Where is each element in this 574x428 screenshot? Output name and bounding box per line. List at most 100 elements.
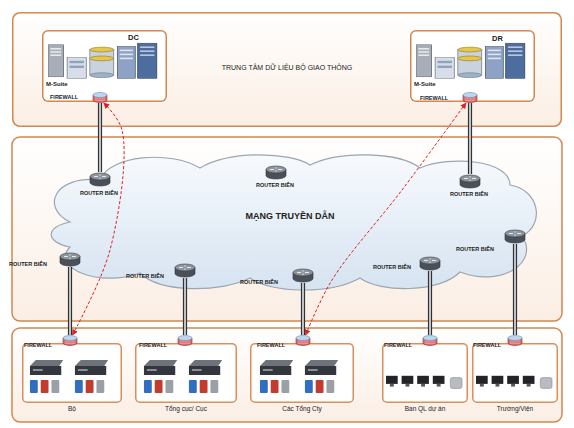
border-router: ROUTER BIÊN xyxy=(419,256,441,271)
router-label: ROUTER BIÊN xyxy=(240,280,278,286)
double-line-gap xyxy=(469,103,470,174)
datacenter-equipment xyxy=(48,43,157,78)
datacenter-equipment xyxy=(416,43,525,78)
router-arrows xyxy=(464,176,476,181)
router-label: ROUTER BIÊN xyxy=(9,262,47,268)
rt-outline xyxy=(419,256,441,271)
double-line-gap xyxy=(184,278,185,335)
site-label: M-Suite xyxy=(414,81,436,87)
firewall-bricks xyxy=(298,341,308,343)
office-equipment xyxy=(30,360,108,393)
data-flow-arrow xyxy=(306,103,466,335)
firewall-label: FIREWALL xyxy=(420,96,448,102)
firewall-label: FIREWALL xyxy=(473,343,501,349)
site-label: M-Suite xyxy=(46,81,68,87)
firewall-label: FIREWALL xyxy=(24,343,52,349)
border-router: ROUTER BIÊN xyxy=(292,268,314,283)
router-top xyxy=(60,253,80,260)
unit-label: Các Tổng Cty xyxy=(250,406,354,413)
router-label: ROUTER BIÊN xyxy=(80,191,118,197)
unit-box: Các Tổng CtyFIREWALL xyxy=(250,343,354,403)
router-top xyxy=(266,166,286,173)
fw-outline xyxy=(422,335,438,346)
router-top xyxy=(505,230,525,237)
router-label: ROUTER BIÊN xyxy=(126,274,164,280)
firewall-bricks xyxy=(180,341,190,343)
fw-outline xyxy=(462,92,478,103)
unit-label: Trường/Viện xyxy=(472,406,558,413)
unit-box: Ban QL dự ánFIREWALL xyxy=(382,343,468,403)
rt-outline xyxy=(59,252,81,267)
unit-label: Ban QL dự án xyxy=(382,406,468,413)
unit-label: Tổng cục/ Cục xyxy=(135,406,237,413)
datacenter-box: DC M-SuiteFIREWALL xyxy=(42,30,167,102)
firewall-node: FIREWALL xyxy=(92,92,108,103)
router-arrows xyxy=(270,167,282,172)
double-line-gap xyxy=(429,271,430,335)
firewall-top xyxy=(423,336,437,341)
firewall-label: FIREWALL xyxy=(257,343,285,349)
site-label: DR xyxy=(492,35,503,43)
cloud-outline xyxy=(40,150,540,295)
datacenter-box: DR M-SuiteFIREWALL xyxy=(410,30,535,102)
data-flow-arrow xyxy=(72,103,124,335)
router-top xyxy=(460,175,480,182)
firewall-label: FIREWALL xyxy=(50,95,78,101)
firewall-node: FIREWALL xyxy=(507,335,523,346)
cloud-label: MẠNG TRUYỀN DẪN xyxy=(40,212,540,221)
router-arrows xyxy=(424,258,436,263)
double-line-gap xyxy=(514,244,515,335)
fw-outline xyxy=(295,335,311,346)
router-top xyxy=(175,264,195,271)
double-link xyxy=(468,103,472,174)
router-top xyxy=(90,173,110,180)
network-band xyxy=(12,137,562,321)
rt-outline xyxy=(504,229,526,244)
cloud-shape xyxy=(51,155,536,290)
router-arrows xyxy=(509,231,521,236)
firewall-bricks xyxy=(95,98,105,100)
router-top xyxy=(293,269,313,276)
firewall-label: FIREWALL xyxy=(384,343,412,349)
fw-outline xyxy=(92,92,108,103)
border-router: ROUTER BIÊN xyxy=(459,174,481,189)
border-router: ROUTER BIÊN xyxy=(504,229,526,244)
firewall-top xyxy=(296,336,310,341)
firewall-top xyxy=(93,93,107,98)
datacenter-band: TRUNG TÂM DỮ LIỆU BỘ GIAO THÔNGDCM-Suite… xyxy=(12,12,562,127)
double-line-gap xyxy=(99,103,100,172)
router-arrows xyxy=(179,265,191,270)
rt-outline xyxy=(459,174,481,189)
firewall-node: FIREWALL xyxy=(62,335,78,346)
firewall-top xyxy=(508,336,522,341)
site-label: DC xyxy=(128,34,139,42)
double-link xyxy=(68,267,72,335)
office-equipment xyxy=(144,360,222,393)
border-router: ROUTER BIÊN xyxy=(89,172,111,187)
units-band xyxy=(12,328,562,422)
firewall-top xyxy=(63,336,77,341)
router-label: ROUTER BIÊN xyxy=(450,192,488,198)
workstation-row xyxy=(386,376,462,389)
firewall-label: FIREWALL xyxy=(139,343,167,349)
rt-outline xyxy=(292,268,314,283)
firewall-top xyxy=(178,336,192,341)
office-equipment xyxy=(260,360,338,393)
router-arrows xyxy=(64,254,76,259)
router-arrows xyxy=(94,174,106,179)
double-line-gap xyxy=(69,267,70,335)
double-link xyxy=(301,283,305,335)
workstation-row xyxy=(476,376,552,389)
fw-outline xyxy=(507,335,523,346)
firewall-bricks xyxy=(465,98,475,100)
router-label: ROUTER BIÊN xyxy=(256,183,294,189)
unit-label: Bộ xyxy=(22,406,122,413)
unit-box: BộFIREWALL xyxy=(22,343,122,403)
double-link xyxy=(428,271,432,335)
firewall-node: FIREWALL xyxy=(462,92,478,103)
firewall-bricks xyxy=(510,341,520,343)
